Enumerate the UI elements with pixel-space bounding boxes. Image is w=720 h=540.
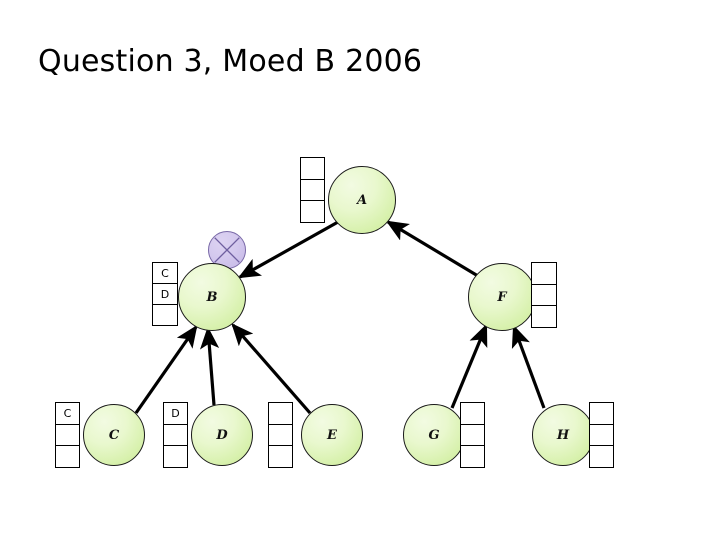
- edge-a-to-b: [237, 220, 339, 279]
- table-cell: [153, 305, 177, 325]
- table-cell: [532, 306, 556, 327]
- page-title: Question 3, Moed B 2006: [38, 44, 423, 79]
- table-c: C: [55, 402, 80, 468]
- table-cell: [590, 403, 613, 425]
- table-cell: [461, 446, 484, 467]
- table-f: [531, 262, 557, 328]
- table-cell: C: [153, 263, 177, 284]
- node-label-a: A: [356, 192, 368, 208]
- table-cell: C: [56, 403, 79, 425]
- table-cell: [590, 425, 613, 447]
- table-cell: [56, 446, 79, 467]
- table-h: [589, 402, 614, 468]
- table-a: [300, 157, 325, 223]
- table-cell: [532, 263, 556, 285]
- table-b: C D: [152, 262, 178, 326]
- table-cell: D: [164, 403, 187, 425]
- node-label-f: F: [497, 289, 507, 305]
- graph-node-f[interactable]: F: [468, 263, 536, 331]
- table-cell: [590, 446, 613, 467]
- table-cell: [269, 425, 292, 447]
- graph-node-e[interactable]: E: [301, 404, 363, 466]
- edge-h-to-f: [511, 324, 546, 409]
- table-g: [460, 402, 485, 468]
- table-cell: [269, 446, 292, 467]
- node-label-h: H: [556, 427, 570, 443]
- table-cell: [164, 446, 187, 467]
- table-cell: [164, 425, 187, 447]
- node-label-d: D: [216, 427, 228, 443]
- node-label-e: E: [327, 427, 337, 443]
- edge-d-to-b: [199, 326, 220, 406]
- table-cell: [532, 285, 556, 307]
- table-cell: [56, 425, 79, 447]
- node-label-g: G: [428, 427, 440, 443]
- table-d: D: [163, 402, 188, 468]
- edge-e-to-b: [231, 323, 312, 415]
- table-cell: [301, 158, 324, 180]
- node-label-b: B: [206, 289, 218, 305]
- table-cell: [461, 425, 484, 447]
- graph-node-c[interactable]: C: [83, 404, 145, 466]
- node-label-c: C: [108, 427, 120, 443]
- graph-node-h[interactable]: H: [532, 404, 594, 466]
- graph-node-a[interactable]: A: [328, 166, 396, 234]
- graph-node-g[interactable]: G: [403, 404, 465, 466]
- graph-node-d[interactable]: D: [191, 404, 253, 466]
- table-cell: [301, 180, 324, 202]
- edge-g-to-f: [450, 323, 488, 409]
- edge-f-to-a: [385, 220, 479, 278]
- table-cell: D: [153, 284, 177, 305]
- graph-node-b[interactable]: B: [178, 263, 246, 331]
- table-cell: [269, 403, 292, 425]
- table-cell: [301, 201, 324, 222]
- table-cell: [461, 403, 484, 425]
- edge-c-to-b: [134, 324, 198, 414]
- table-e: [268, 402, 293, 468]
